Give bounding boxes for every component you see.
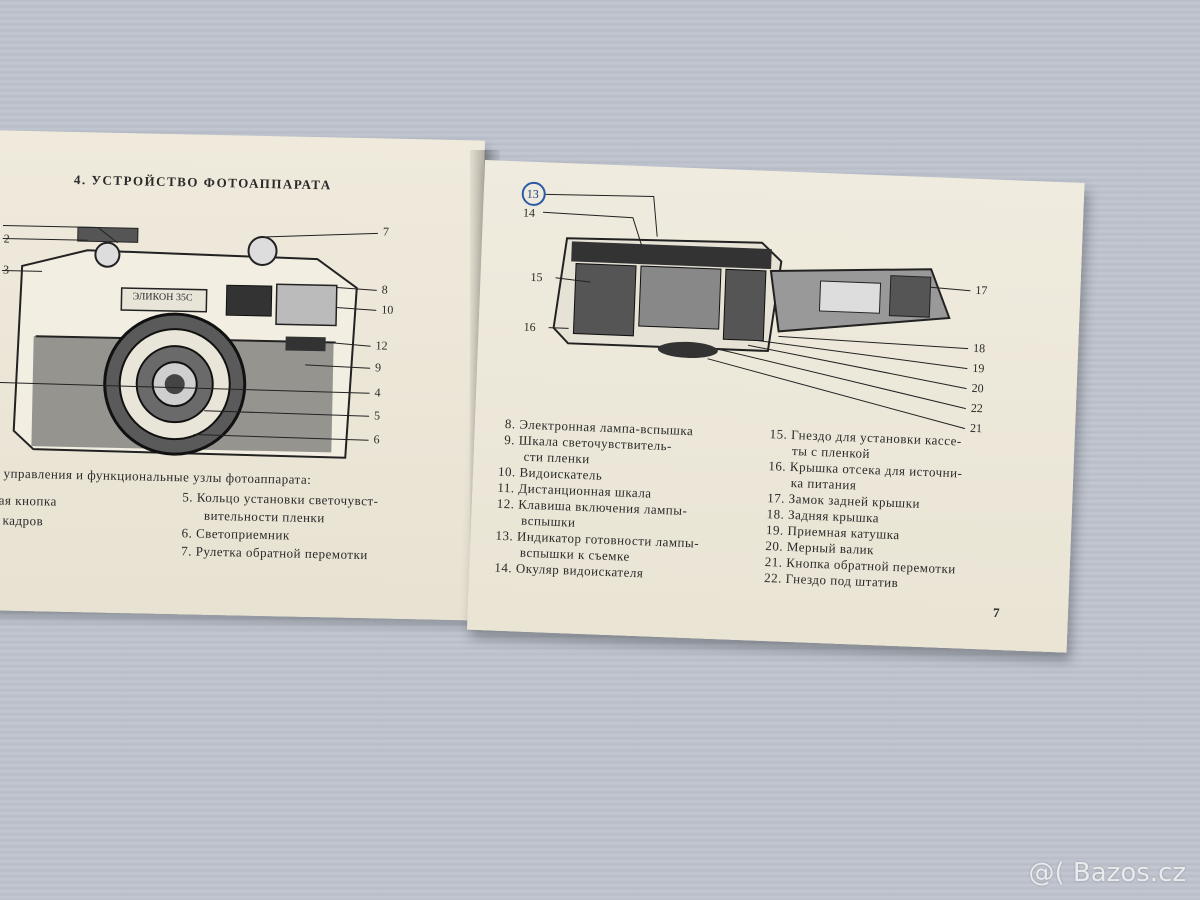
callout-20: 20: [971, 380, 984, 396]
list-left-1: вая кнопка: [0, 492, 57, 509]
list-right-2: вительности пленки: [203, 507, 325, 526]
callout-12: 12: [375, 338, 388, 353]
callout-17: 17: [975, 282, 988, 298]
callout-14: 14: [522, 205, 536, 220]
page-number: 7: [992, 604, 1001, 621]
watermark-logo: @( Bazos.cz: [1028, 858, 1187, 888]
front-camera-illustration: [0, 225, 378, 459]
callout-6: 6: [373, 432, 380, 447]
right-page: 13 14 15 16 17 18 19 20 22 21 8. Электро…: [466, 160, 1085, 653]
callout-19: 19: [972, 360, 985, 376]
callout-22: 22: [970, 400, 984, 416]
callout-15: 15: [530, 269, 543, 285]
list-left-2: х кадров: [0, 512, 44, 529]
callout-13: 13: [526, 186, 539, 202]
callout-10: 10: [381, 302, 394, 317]
callout-3: 3: [2, 262, 10, 277]
left-page: 4. УСТРОЙСТВО ФОТОАППАРАТА: [0, 130, 485, 621]
list-right-3: 6. Светоприемник: [181, 525, 290, 543]
callout-5: 5: [373, 408, 381, 423]
callout-7: 7: [382, 224, 390, 239]
callout-18: 18: [972, 340, 986, 356]
callout-8: 8: [381, 282, 388, 297]
callout-21: 21: [969, 420, 983, 436]
callout-2: 2: [3, 231, 10, 246]
callout-9: 9: [374, 360, 382, 375]
rear-camera-illustration: [521, 181, 971, 430]
camera-badge: ЭЛИКОН 35С: [132, 291, 193, 304]
callout-4: 4: [374, 385, 381, 400]
callout-16: 16: [523, 319, 536, 335]
